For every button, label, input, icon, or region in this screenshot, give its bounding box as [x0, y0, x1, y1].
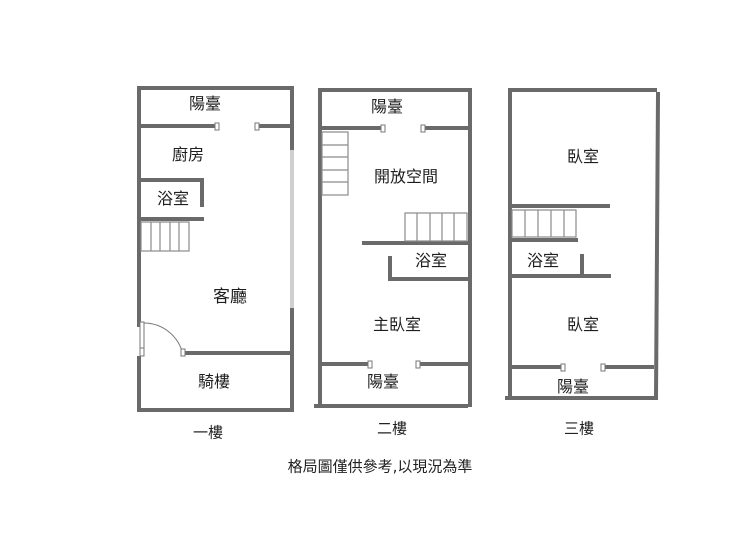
room-label-bathroom: 浴室	[526, 251, 560, 270]
floor-3-walls	[505, 88, 661, 401]
disclaimer-note: 格局圖僅供參考,以現況為準	[287, 457, 473, 476]
floor-label-3: 三樓	[563, 419, 595, 438]
floor-label-1: 一樓	[192, 423, 224, 442]
room-label-balcony: 陽臺	[370, 97, 404, 116]
floor-1-door	[139, 321, 186, 357]
room-label-bedroom-rear: 臥室	[566, 315, 600, 334]
room-label-living-room: 客廳	[213, 287, 247, 307]
room-label-open-space: 開放空間	[373, 167, 439, 186]
room-label-bedroom-front: 臥室	[566, 147, 600, 166]
room-label-arcade: 騎樓	[197, 372, 231, 391]
floor-1-stairs	[140, 221, 190, 252]
floor-1-walls	[137, 86, 294, 412]
room-label-kitchen: 廚房	[171, 145, 205, 164]
room-label-master-bedroom: 主臥室	[372, 315, 422, 334]
floor-3-window-jambs	[560, 363, 606, 372]
room-label-balcony: 陽臺	[556, 377, 590, 396]
floor-2-window-jambs	[367, 124, 426, 369]
floor-3-stairs	[511, 209, 577, 238]
room-label-bathroom: 浴室	[156, 189, 190, 208]
floor-label-2: 二樓	[376, 419, 408, 438]
room-label-balcony: 陽臺	[188, 94, 222, 113]
room-label-balcony-rear: 陽臺	[366, 372, 400, 391]
floor-1-window-jambs	[214, 122, 260, 131]
floor-2-stairs	[321, 131, 468, 242]
room-label-bathroom: 浴室	[414, 251, 448, 270]
floor-2-walls	[314, 88, 472, 408]
